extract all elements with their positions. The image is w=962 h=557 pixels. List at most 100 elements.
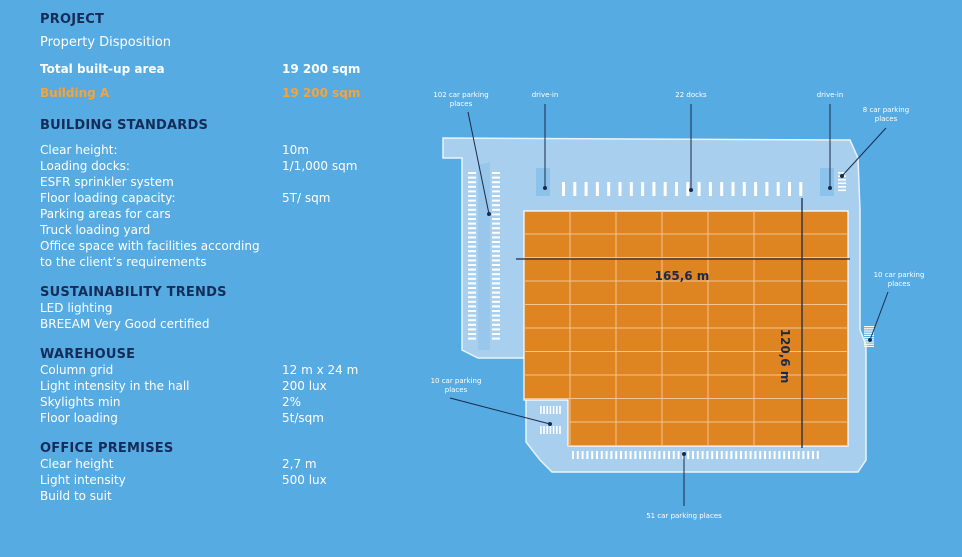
parking-stripe: [492, 337, 500, 340]
parking-stripe: [492, 222, 500, 225]
label-10-right-line2: places: [888, 280, 911, 288]
parking-stripe: [586, 451, 589, 459]
parking-stripe: [620, 451, 622, 459]
row-value: 2%: [282, 395, 302, 409]
dock-marker: [595, 182, 599, 196]
parking-stripe: [556, 426, 558, 434]
parking-stripe: [468, 195, 476, 197]
parking-stripe: [468, 328, 476, 331]
dock-marker: [788, 182, 791, 196]
parking-stripe: [492, 323, 500, 326]
parking-stripe: [468, 185, 476, 188]
list-item: Office space with facilities according: [40, 239, 420, 255]
row-label: Floor loading: [40, 411, 118, 425]
parking-stripe: [546, 406, 548, 414]
parking-stripe: [749, 451, 752, 459]
parking-stripe: [492, 319, 500, 322]
parking-stripe: [711, 451, 714, 459]
parking-stripe: [492, 328, 500, 331]
parking-stripe: [492, 172, 500, 174]
building-standards-heading: BUILDING STANDARDS: [40, 118, 209, 133]
parking-stripe: [740, 451, 742, 459]
parking-stripe: [468, 208, 476, 211]
row-value: 2,7 m: [282, 457, 317, 471]
site-road: [478, 162, 490, 350]
parking-stripe: [576, 451, 579, 459]
row-label: Clear height: [40, 457, 114, 471]
list-item: Parking areas for cars: [40, 207, 420, 223]
list-item: Loading docks:1/1,000 sqm: [40, 159, 420, 175]
parking-stripe: [468, 181, 476, 184]
parking-stripe: [468, 310, 476, 312]
parking-stripe: [788, 451, 790, 459]
building-a-label: Building A: [40, 86, 110, 100]
total-area-row: Total built-up area 19 200 sqm: [40, 62, 420, 78]
parking-stripe: [838, 189, 846, 192]
parking-stripe: [492, 282, 500, 285]
row-label: LED lighting: [40, 301, 113, 315]
dock-marker: [641, 182, 645, 196]
parking-stripe: [468, 213, 476, 216]
callout-dot: [543, 186, 547, 190]
callout-10-right-line: [869, 291, 889, 341]
dock-marker: [697, 182, 701, 196]
callout-dot: [487, 212, 491, 216]
parking-stripe: [468, 319, 476, 322]
drive-in-left-lane: [536, 168, 550, 196]
warehouse-heading: WAREHOUSE: [40, 347, 136, 362]
callout-dot: [682, 452, 686, 456]
parking-stripe: [706, 451, 709, 459]
parking-stripe: [634, 451, 637, 459]
parking-stripe: [468, 282, 476, 285]
parking-stripe: [648, 451, 651, 459]
list-item: ESFR sprinkler system: [40, 175, 420, 191]
parking-stripe: [468, 222, 476, 225]
parking-stripe: [797, 451, 800, 459]
dock-marker: [742, 182, 746, 196]
parking-stripe: [783, 451, 786, 459]
parking-stripe: [492, 333, 500, 335]
parking-stripe: [492, 273, 500, 276]
parking-stripe: [468, 176, 476, 179]
parking-stripe: [677, 451, 680, 459]
parking-stripe: [492, 250, 500, 253]
parking-stripe: [468, 218, 476, 220]
parking-stripe: [864, 343, 874, 345]
parking-stripe: [492, 176, 500, 179]
callout-dot: [840, 174, 844, 178]
parking-stripe: [543, 406, 545, 414]
parking-stripe: [468, 190, 476, 193]
parking-stripe: [543, 426, 545, 434]
parking-stripe: [492, 241, 500, 243]
parking-102: [468, 172, 500, 340]
dock-marker: [720, 182, 724, 196]
parking-stripe: [468, 300, 476, 303]
parking-stripe: [644, 451, 646, 459]
parking-stripe: [610, 451, 613, 459]
label-10-left-line2: places: [445, 386, 468, 394]
parking-stripe: [759, 451, 762, 459]
parking-stripe: [549, 406, 552, 414]
parking-stripe: [468, 333, 476, 335]
office-heading: OFFICE PREMISES: [40, 441, 174, 456]
dock-marker: [765, 182, 769, 196]
label-drive-in-left: drive-in: [532, 91, 559, 99]
parking-stripe: [492, 218, 500, 220]
site-outline: [442, 137, 867, 473]
label-8-line1: 8 car parking: [863, 106, 909, 114]
parking-stripe: [492, 314, 500, 317]
row-label: Floor loading capacity:: [40, 191, 176, 205]
parking-stripe: [600, 451, 603, 459]
parking-stripe: [492, 227, 500, 230]
parking-stripe: [468, 264, 476, 266]
parking-stripe: [468, 172, 476, 174]
parking-stripe: [468, 268, 476, 271]
row-label: Parking areas for cars: [40, 207, 171, 221]
width-dimension: 120,6 m: [778, 329, 792, 384]
parking-stripe: [492, 254, 500, 257]
parking-stripe: [468, 231, 476, 234]
